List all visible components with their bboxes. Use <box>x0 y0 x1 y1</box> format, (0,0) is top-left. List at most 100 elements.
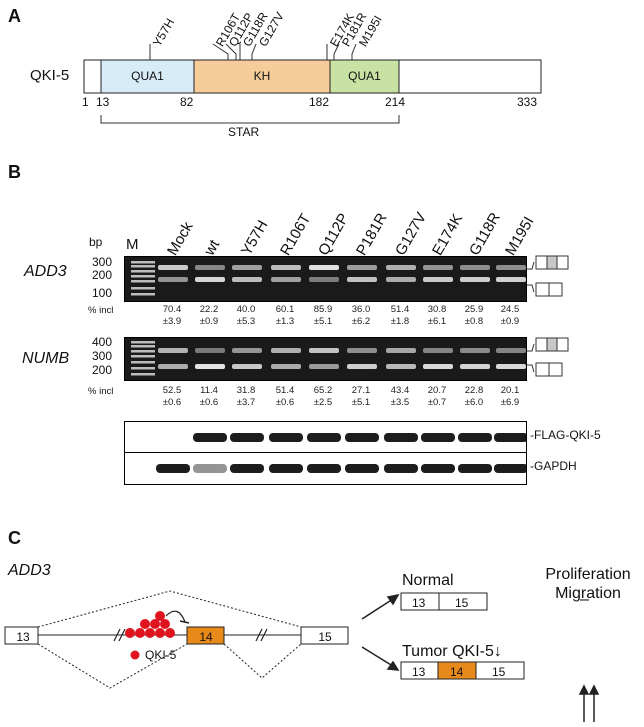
panel-c-letter: C <box>8 528 21 548</box>
blot-band <box>384 433 418 442</box>
position-182: 182 <box>309 95 330 109</box>
add3-gene-label: ADD3 <box>24 263 67 280</box>
break-marks <box>113 628 268 642</box>
add3-incl-label: % incl <box>88 305 114 316</box>
normal-exon-15 <box>438 592 488 611</box>
position-333: 333 <box>517 95 538 109</box>
inclusion-band <box>158 348 188 353</box>
percent-inclusion-value: 85.9±5.1 <box>313 304 333 327</box>
isoform-schematics <box>527 255 569 377</box>
percent-inclusion-value: 36.0±6.2 <box>351 304 371 327</box>
percent-inclusion-value: 31.8±3.7 <box>236 385 256 408</box>
blot-band <box>458 464 492 473</box>
blot-band <box>421 464 455 473</box>
inclusion-band <box>423 265 453 270</box>
blot-band <box>269 464 303 473</box>
ladder-band <box>131 287 155 290</box>
percent-inclusion-value: 40.0±5.3 <box>236 304 256 327</box>
add3-ladder-100: 100 <box>92 286 113 300</box>
ladder-band <box>131 280 155 283</box>
splicing-diagram <box>4 590 600 722</box>
blot-band <box>345 433 379 442</box>
blot-band <box>345 464 379 473</box>
exon-14-label: 14 <box>199 630 213 644</box>
exon-14-box <box>186 626 225 645</box>
qki-dots <box>125 611 175 638</box>
lane-label: E174K <box>429 210 467 259</box>
splice-lines <box>37 590 302 689</box>
down-arrow-icon: ↓ <box>493 643 502 660</box>
skipping-band <box>195 364 225 369</box>
blot-band <box>193 464 227 473</box>
qki-legend-label: QKI-5 <box>145 648 177 662</box>
skipping-band <box>460 364 490 369</box>
bp-label: bp <box>89 235 103 249</box>
ladder-band <box>131 361 155 364</box>
inclusion-band <box>460 348 490 353</box>
inclusion-band <box>195 348 225 353</box>
skipping-band <box>195 277 225 282</box>
percent-inclusion-value: 22.8±6.0 <box>464 385 484 408</box>
ladder-band <box>131 293 155 296</box>
skipping-band <box>386 364 416 369</box>
skipping-band <box>347 364 377 369</box>
percent-inclusion-value: 51.4±1.8 <box>390 304 410 327</box>
qki-legend-dot <box>130 650 140 660</box>
skipping-band <box>271 364 301 369</box>
gapdh-blot-label: -GAPDH <box>530 459 577 473</box>
percent-inclusion-value: 70.4±3.9 <box>162 304 182 327</box>
skipping-band <box>232 364 262 369</box>
percent-inclusion-value: 24.5±0.9 <box>500 304 520 327</box>
ladder-band <box>131 265 155 268</box>
exon-15-label: 15 <box>318 630 332 644</box>
lane-label: Y57H <box>238 217 272 259</box>
skipping-band <box>347 277 377 282</box>
percent-inclusion-value: 27.1±5.1 <box>351 385 371 408</box>
blot-band <box>156 464 190 473</box>
add3-gene-title: ADD3 <box>8 562 51 579</box>
percent-inclusion-value: 11.4±0.6 <box>199 385 219 408</box>
numb-ladder-400: 400 <box>92 335 113 349</box>
skipping-band <box>309 364 339 369</box>
lane-label: Mock <box>164 218 197 259</box>
percent-inclusion-value: 43.4±3.5 <box>390 385 410 408</box>
inclusion-band <box>347 265 377 270</box>
normal-effect: – <box>580 591 589 608</box>
inclusion-band <box>232 348 262 353</box>
lane-label: Q112P <box>315 210 353 259</box>
blot-band <box>494 433 528 442</box>
numb-ladder-300: 300 <box>92 349 113 363</box>
numb-ladder-200: 200 <box>92 363 113 377</box>
inclusion-band <box>423 348 453 353</box>
position-82: 82 <box>180 95 194 109</box>
domain-label-kh: KH <box>253 69 271 83</box>
lane-label: G127V <box>392 209 431 259</box>
skipping-band <box>423 364 453 369</box>
tumor-exon-15 <box>475 661 525 680</box>
skipping-band <box>158 364 188 369</box>
lane-label: P181R <box>353 210 391 259</box>
skipping-band <box>158 277 188 282</box>
exon-13-box <box>4 626 39 645</box>
domain-label-qua1-n: QUA1 <box>131 69 164 83</box>
star-bracket <box>100 115 400 124</box>
panel-a-diagram <box>83 43 542 124</box>
inclusion-band <box>195 265 225 270</box>
inclusion-band <box>386 348 416 353</box>
tumor-label: Tumor QKI-5↓ <box>402 643 502 661</box>
mutation-lines <box>149 43 357 60</box>
add3-gel <box>124 256 527 302</box>
inclusion-band <box>309 348 339 353</box>
percent-inclusion-value: 25.9±0.8 <box>464 304 484 327</box>
inclusion-band <box>158 265 188 270</box>
flag-blot-text: FLAG-QKI-5 <box>534 428 601 442</box>
exon-15-box <box>300 626 349 645</box>
add3-ladder-300: 300 <box>92 255 113 269</box>
blot-band <box>458 433 492 442</box>
inclusion-band <box>496 265 526 270</box>
skipping-band <box>460 277 490 282</box>
inclusion-band <box>232 265 262 270</box>
star-label: STAR <box>228 125 260 139</box>
phenotype-header-migration: Migration <box>555 585 621 602</box>
lane-label: R106T <box>277 211 315 259</box>
